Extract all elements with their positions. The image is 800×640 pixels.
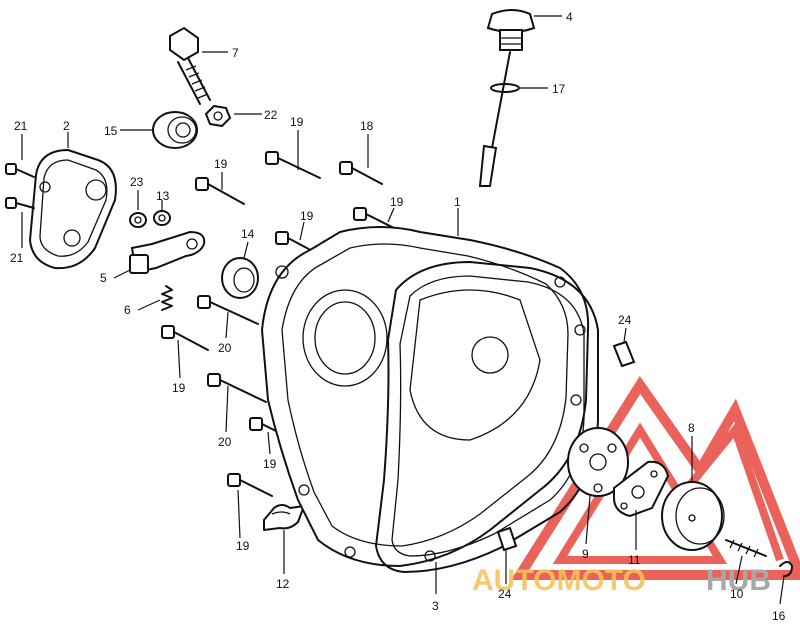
part-16-circlip	[779, 561, 793, 577]
callout-22: 22	[264, 108, 278, 122]
callout-20-b: 20	[218, 435, 232, 449]
callout-23: 23	[130, 175, 144, 189]
callout-1: 1	[454, 195, 461, 209]
callout-19-e: 19	[172, 381, 186, 395]
part-9-disc	[567, 427, 629, 497]
part-21-screw-lower	[5, 197, 35, 209]
part-4-filler-cap	[486, 9, 536, 51]
callout-2: 2	[63, 119, 70, 133]
part-1-crankcase-cover	[260, 226, 590, 568]
part-22-nut	[204, 104, 232, 128]
part-19-bolt-2	[195, 177, 245, 205]
watermark-mountain-right	[686, 421, 784, 562]
callout-20-a: 20	[218, 341, 232, 355]
callout-3: 3	[432, 599, 439, 613]
leader-lines	[21, 15, 785, 605]
callout-9: 9	[582, 547, 589, 561]
callout-4: 4	[566, 10, 573, 24]
part-12-clip	[263, 504, 305, 531]
part-4-dipstick-rod	[478, 51, 511, 187]
callout-19-g: 19	[236, 539, 250, 553]
callout-5: 5	[100, 271, 107, 285]
callout-19-a: 19	[290, 115, 304, 129]
part-7-bolt	[169, 26, 211, 105]
part-20-bolt-1	[197, 295, 259, 325]
part-19-bolt-1	[265, 151, 321, 179]
watermark-triangle-outer	[510, 376, 800, 580]
callout-11: 11	[628, 553, 641, 567]
part-24-dowel-lower	[496, 526, 518, 552]
callout-18: 18	[360, 119, 374, 133]
part-5-lever	[129, 230, 206, 274]
callout-8: 8	[688, 421, 695, 435]
part-18-bolt	[339, 161, 383, 185]
part-11-plate	[613, 460, 670, 518]
part-15-bearing	[152, 111, 198, 149]
part-21-screw-upper	[5, 163, 35, 178]
callout-labels: 7 15 22 2 21 21 23 13 5 6 14 19 18 19 19…	[10, 10, 786, 623]
part-17-o-ring	[490, 83, 520, 93]
callout-12: 12	[276, 577, 290, 591]
callout-19-d: 19	[300, 209, 314, 223]
callout-19-c: 19	[390, 195, 404, 209]
callout-24-upper: 24	[618, 313, 632, 327]
callout-16: 16	[772, 609, 786, 623]
callout-19-b: 19	[214, 157, 228, 171]
part-2-cover-plate	[29, 149, 117, 270]
part-3-gasket	[375, 261, 599, 573]
callout-19-f: 19	[263, 457, 277, 471]
part-19-bolt-7	[227, 473, 273, 497]
callout-17: 17	[552, 82, 566, 96]
callout-7: 7	[232, 46, 239, 60]
part-23-nut	[129, 212, 147, 228]
part-8-cap	[661, 481, 725, 551]
callout-6: 6	[124, 303, 131, 317]
watermark-text-automoto: AUTOMOTO	[472, 564, 646, 597]
callout-13: 13	[156, 189, 170, 203]
part-10-stud	[725, 539, 767, 558]
part-14-seal	[221, 257, 259, 299]
part-13-washer	[153, 210, 171, 226]
callout-21-lower: 21	[10, 251, 24, 265]
callout-10: 10	[730, 587, 744, 601]
part-24-dowel-upper	[612, 340, 636, 368]
part-20-bolt-2	[207, 373, 267, 403]
callout-21-upper: 21	[14, 119, 28, 133]
callout-15: 15	[104, 124, 118, 138]
callout-14: 14	[241, 227, 255, 241]
part-6-spring	[161, 285, 173, 311]
part-19-bolt-5	[161, 325, 209, 351]
callout-24-lower: 24	[498, 587, 512, 601]
